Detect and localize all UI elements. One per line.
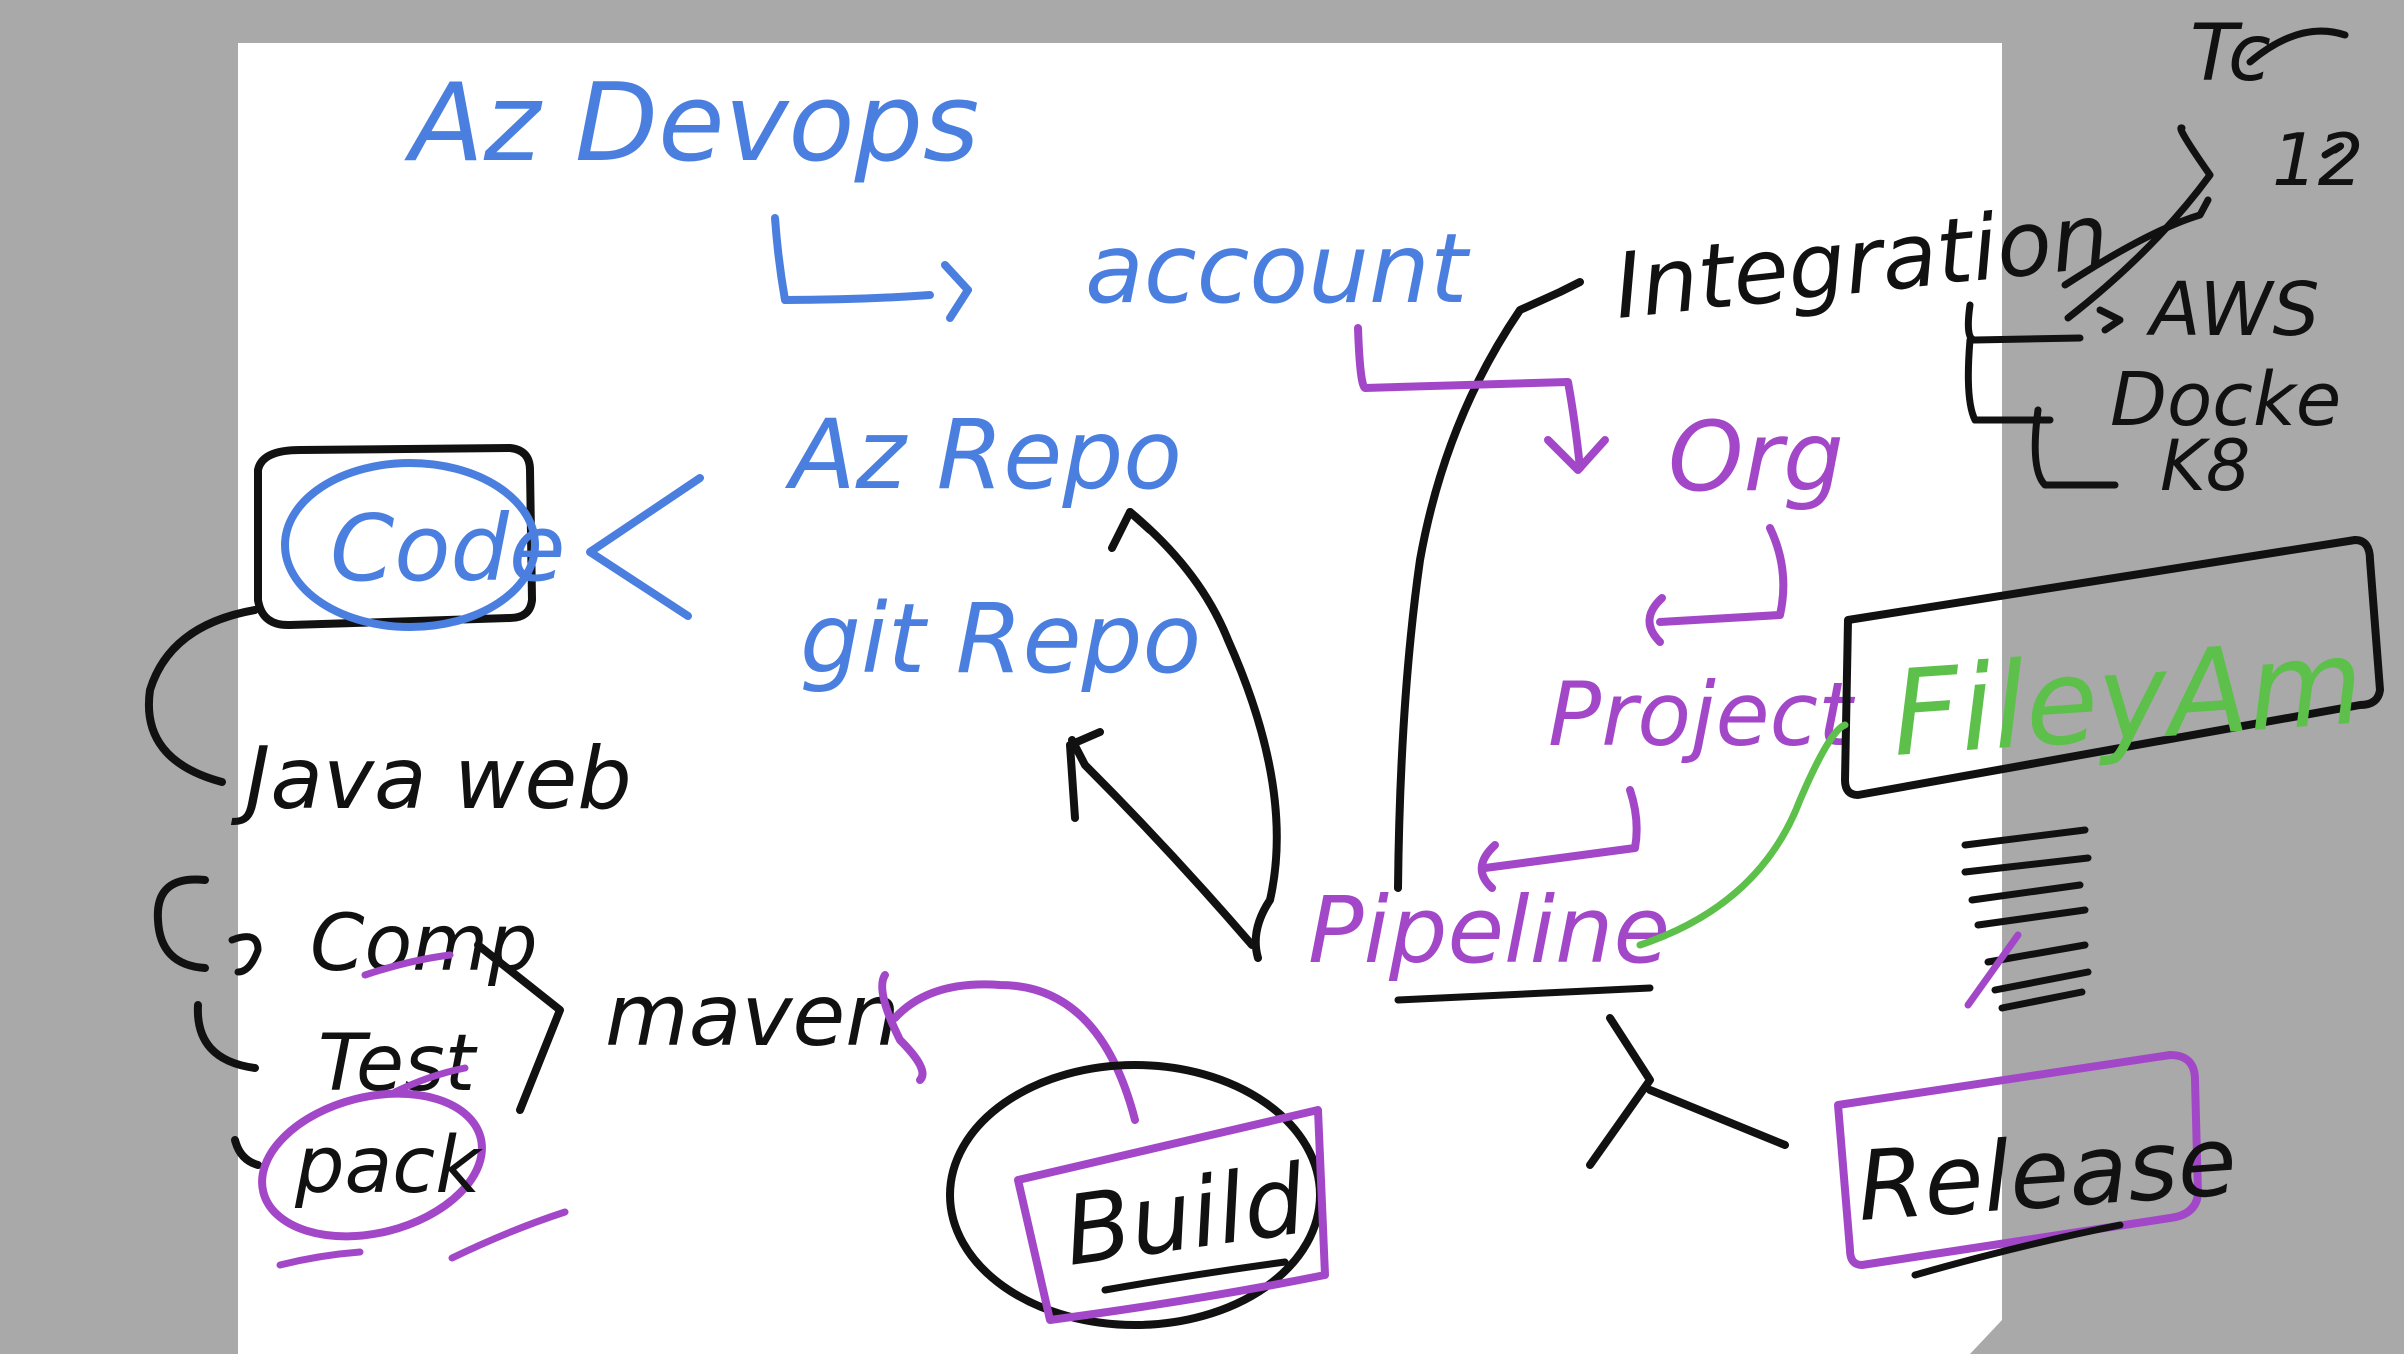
- project-to-pipeline-arrow: [1481, 786, 1641, 872]
- git-repo-arrowhead: [1066, 728, 1104, 822]
- steps-bracket-mid: [193, 1001, 259, 1072]
- git-repo-label: git Repo: [800, 583, 1201, 695]
- integration-tools-bracket: [1964, 301, 2084, 424]
- pack-label: pack: [294, 1121, 483, 1211]
- org-hierarchy: Org Project Pipeline: [1308, 324, 1856, 1004]
- pipeline-to-yaml-line: [1636, 721, 1849, 949]
- release-underline: [1911, 1221, 2124, 1279]
- code-box: Code: [254, 444, 566, 631]
- java-web-label: Java web: [230, 729, 632, 829]
- pipeline-to-az-repo-arrow: [1126, 508, 1281, 962]
- az-devops-group: Az Devops account: [404, 61, 1471, 325]
- file-yaml-group: FileyAm: [1636, 536, 2384, 1012]
- tool-12-label: 12: [2272, 118, 2364, 202]
- pipeline-arrowhead: [1477, 841, 1499, 892]
- steps-bracket-low: [231, 1136, 262, 1169]
- az-devops-title: Az Devops: [404, 61, 979, 186]
- maven-to-build-arc: [891, 980, 1139, 1124]
- branch-to-release-line: [1646, 1086, 1789, 1149]
- account-to-org-arrow: [1354, 324, 1584, 472]
- pipeline-label: Pipeline: [1308, 877, 1670, 984]
- integration-tools-bracket-2: [2031, 406, 2119, 489]
- az-repo-label: Az Repo: [784, 399, 1182, 511]
- integration-to-tc-line: [2064, 124, 2214, 322]
- tool-k8-label: K8: [2160, 425, 2250, 507]
- steps-arrow-small: [228, 933, 262, 976]
- az-repo-arrowhead: [1108, 508, 1154, 552]
- steps-to-maven-brace: [474, 941, 564, 1114]
- whiteboard-page: [238, 43, 2002, 1354]
- code-to-java-connector: [144, 606, 259, 786]
- devops-to-account-arrowhead: [941, 261, 972, 322]
- page-corner: [1970, 1320, 2002, 1354]
- build-node: Build: [878, 971, 1329, 1329]
- project-arrowhead: [1645, 594, 1666, 646]
- repo-to-code-arrow: [586, 474, 704, 620]
- maven-label: maven: [605, 966, 900, 1066]
- pack-underline-2: [448, 1208, 569, 1262]
- tool-12-tail: [2321, 142, 2345, 159]
- org-label: Org: [1668, 401, 1844, 513]
- maven-to-build-arc-tail: [878, 971, 927, 1084]
- pipeline-underline: [1394, 984, 1654, 1004]
- pipeline-to-release-branch: [1586, 1014, 1654, 1169]
- integration-to-12-line: [2061, 196, 2212, 289]
- release-box: [1834, 1051, 2202, 1269]
- devops-to-account-arrow: [771, 214, 934, 304]
- yaml-check-mark: [1964, 931, 2022, 1009]
- pipeline-to-git-repo-arrow: [1068, 736, 1256, 949]
- account-label: account: [1085, 213, 1471, 325]
- comp-underline: [361, 951, 454, 979]
- comp-label: Comp: [310, 899, 538, 989]
- tool-aws-label: AWS: [2146, 267, 2319, 353]
- pipeline-to-integration-line: [1394, 278, 1584, 892]
- steps-bracket-top: [153, 875, 209, 972]
- repo-group: Az Repo git Repo: [586, 399, 1201, 695]
- java-build-group: Java web Comp Test pack maven: [144, 606, 900, 1269]
- pack-circle: [258, 1089, 486, 1241]
- code-label: Code: [330, 495, 566, 602]
- code-box-outline: [254, 444, 536, 630]
- tool-docker-label: Docke: [2110, 357, 2341, 443]
- file-yaml-label: FileyAm: [1887, 612, 2367, 783]
- pack-underline: [276, 1248, 364, 1269]
- project-label: Project: [1548, 663, 1856, 766]
- test-underline: [391, 1064, 469, 1096]
- tool-tc-tail: [2246, 27, 2349, 66]
- release-node: Release: [1586, 1014, 2240, 1279]
- integration-label: Integration: [1609, 184, 2113, 340]
- aws-arrowhead: [2096, 306, 2124, 334]
- yaml-content-lines: [1961, 826, 2092, 1012]
- code-circle: [281, 459, 539, 631]
- pipeline-to-repo-arrows: [1066, 278, 1584, 962]
- file-yaml-box: [1841, 536, 2384, 799]
- release-label: Release: [1854, 1105, 2240, 1243]
- org-arrowhead: [1544, 436, 1609, 474]
- org-to-project-arrow: [1656, 524, 1788, 626]
- build-underline: [1101, 1258, 1289, 1294]
- build-box: [1014, 1106, 1329, 1324]
